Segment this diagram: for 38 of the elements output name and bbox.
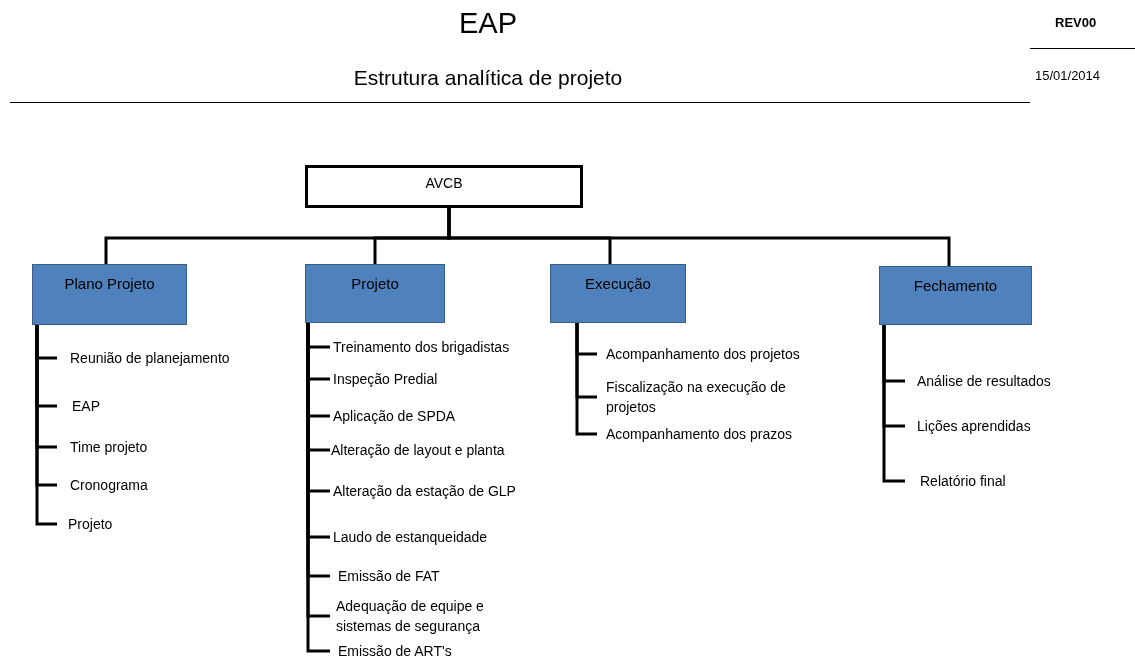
task-label: Cronograma: [57, 474, 277, 496]
date-label: 15/01/2014: [1035, 67, 1101, 85]
task-label: Aplicação de SPDA: [330, 405, 560, 427]
task-label: Acompanhamento dos projetos: [597, 343, 837, 365]
task-label: Alteração da estação de GLP: [330, 480, 560, 502]
title: EAP: [458, 6, 518, 41]
subtitle: Estrutura analítica de projeto: [352, 65, 624, 91]
phase-box: [550, 264, 686, 323]
task-label: Time projeto: [57, 436, 277, 458]
task-label: Projeto: [57, 513, 277, 535]
tree-connector: [575, 323, 597, 436]
task-label: Adequação de equipe e sistemas de segurança: [330, 596, 520, 636]
box-label: Fechamento: [913, 276, 998, 296]
task-label: Reunião de planejamento: [57, 347, 277, 369]
task-label: Análise de resultados: [905, 370, 1115, 392]
task-label: Alteração de layout e planta: [330, 439, 560, 461]
box-label: Execução: [585, 274, 651, 294]
task-label: Fiscalização na execução de projetos: [597, 377, 797, 417]
tree-connector: [35, 325, 57, 526]
task-label: EAP: [57, 395, 277, 417]
tree-connector: [447, 208, 951, 266]
box-label: AVCB: [425, 174, 463, 193]
task-label: Inspeção Predial: [330, 368, 560, 390]
task-label: Emissão de FAT: [330, 565, 560, 587]
box-label: Plano Projeto: [64, 274, 155, 294]
root-box: [305, 165, 583, 208]
revision-label: REV00: [1055, 14, 1097, 32]
task-label: Lições aprendidas: [905, 415, 1115, 437]
phase-box: [305, 264, 445, 323]
task-label: Laudo de estanqueidade: [330, 526, 560, 548]
tree-connector: [882, 325, 905, 483]
task-label: Treinamento dos brigadistas: [330, 336, 560, 358]
box-label: Projeto: [351, 274, 399, 294]
phase-box: [879, 266, 1032, 325]
task-label: Relatório final: [905, 470, 1115, 492]
task-label: Emissão de ART's: [330, 640, 560, 659]
task-label: Acompanhamento dos prazos: [597, 423, 837, 445]
phase-box: [32, 264, 187, 325]
